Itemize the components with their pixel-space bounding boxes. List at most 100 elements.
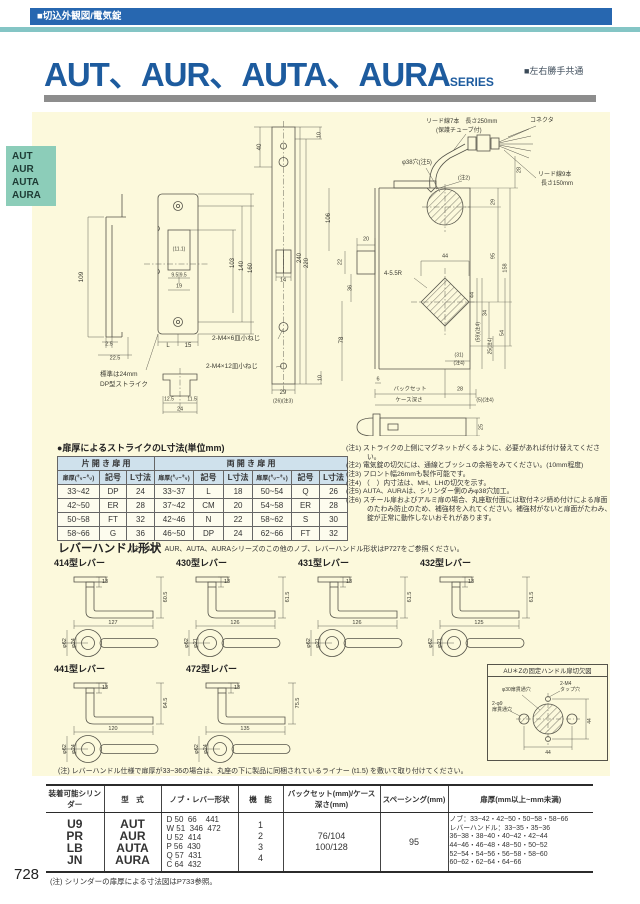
cell: 28 <box>319 498 349 513</box>
spec-header: ノブ・レバー形状 <box>160 785 238 813</box>
spec-table-section: 装着可能シリンダー 型 式 ノブ・レバー形状 機 能 バックセット(mm)/ケー… <box>46 784 593 887</box>
door-thickness-cell: ノブ：33~42・42~50・50~58・58~66 レバーハンドル：33~35… <box>449 816 569 867</box>
group-header-double: 両 開 き 扉 用 <box>154 456 349 471</box>
dim-label: 19 <box>175 283 183 290</box>
cell: Q <box>291 484 321 499</box>
col-header: 記号 <box>99 470 127 485</box>
spec-header: スペーシング(mm) <box>379 785 448 813</box>
dim-label: 78 <box>339 336 345 344</box>
col-header: L寸法 <box>125 470 156 485</box>
spec-header: 扉厚(mm以上~mm未満) <box>447 785 593 813</box>
cell: CM <box>193 498 225 513</box>
dim-label: 28 <box>456 386 464 393</box>
cutout-dim-h: 44 <box>545 750 551 755</box>
note-item: (注1) ストライクの上側にマグネットがくるように、必要があれば付け替えてくださ… <box>346 445 600 461</box>
dim-label: 15 <box>184 343 192 349</box>
dim-label: 158 <box>502 263 509 273</box>
lever-section-title: レバーハンドル形状 <box>58 543 162 555</box>
section-header-bar: ■切込外観図/電気錠 <box>30 8 612 25</box>
lever-dim-hub: φ24 <box>203 744 209 754</box>
lever-dim-height: 61.5 <box>285 592 291 603</box>
dim-label: 44 <box>469 291 476 299</box>
tab-model: AURA <box>12 190 41 201</box>
lever-dim-stem: 13 <box>102 579 108 585</box>
dim-label: (31) <box>454 352 464 359</box>
cutout-dim-v: 44 <box>587 718 593 724</box>
cutout-hole9-label: 2-φ9 <box>492 701 503 707</box>
dim-label: 20 <box>362 236 370 243</box>
cell: 37~42 <box>154 498 195 513</box>
dim-label: 24 <box>176 406 184 413</box>
note-item: (注3) フロント幅26mmも製作可能です。 <box>346 471 470 479</box>
lever-dim-height: 64.5 <box>163 698 169 709</box>
cell: 30 <box>319 512 349 527</box>
dim-label: 11.5 <box>187 396 197 403</box>
dim-label: φ38穴(注5) <box>402 160 432 166</box>
fixed-handle-cutout-box: AU＊Zの固定ハンドル扉切欠図 2-M4 タップ穴 φ30扉貫通穴 2-φ9 扉… <box>487 664 608 761</box>
dim-label: 95 <box>490 252 497 260</box>
cell: ER <box>99 498 127 513</box>
tab-model: AUTA <box>12 177 40 188</box>
strike-table-section: ●扉厚によるストライクのL寸法(単位mm) 片 開 き 扉 用 両 開 き 扉 … <box>56 441 349 541</box>
lever-dim-length: 126 <box>230 620 239 626</box>
strike-l-table: 片 開 き 扉 用 両 開 き 扉 用 扉厚(㍉~㍉) 記号 L寸法 扉厚(㍉~… <box>56 456 349 541</box>
lever-dim-dia: φ62 <box>62 744 68 754</box>
functions-cell: 1 2 3 4 <box>257 820 263 863</box>
lever-dim-dia: φ62 <box>306 638 312 648</box>
tab-model: AUR <box>12 164 34 175</box>
lever-bottom-note: (注) レバーハンドル仕様で扉厚が33~36の場合は、丸座の下に製品に同梱されて… <box>58 768 468 775</box>
note-item: (注2) 電気錠の切欠には、通線とブッシュの余裕をみてください。(10mm程度) <box>346 462 584 470</box>
lever-name: 472型レバー <box>186 664 238 674</box>
group-header-row: 片 開 き 扉 用 両 開 き 扉 用 <box>56 456 349 471</box>
cell: S <box>291 512 321 527</box>
col-header: 記号 <box>291 470 321 485</box>
notes-list: (注1) ストライクの上側にマグネットがくるように、必要があれば付け替えてくださ… <box>346 445 612 523</box>
lever-dim-stem: 13 <box>234 685 240 691</box>
title-suffix: SERIES <box>449 75 494 89</box>
lever-dim-stem: 13 <box>346 579 352 585</box>
cell: FT <box>99 512 127 527</box>
dim-label: 10 <box>317 374 324 382</box>
lever-dim-length: 135 <box>240 726 249 732</box>
cylinders-cell: U9 PR LB JN <box>66 817 84 867</box>
cutout-tap-label2: タップ穴 <box>560 686 580 693</box>
dim-label: 10 <box>316 131 323 139</box>
cell: N <box>193 512 225 527</box>
dim-label: 12.5 <box>164 396 174 403</box>
cell: 42~46 <box>154 512 195 527</box>
dim-label: 4-5.5R <box>384 271 403 277</box>
cell: 58~62 <box>252 512 293 527</box>
backset-cell: 76/104 100/128 <box>315 831 348 852</box>
dim-label: (注2) <box>457 175 471 182</box>
dim-label: 220 <box>304 257 310 269</box>
cell: DP <box>193 526 225 541</box>
drawing-linework <box>87 121 537 436</box>
spec-header: 型 式 <box>103 785 161 813</box>
dim-label: リード線9本 <box>538 172 572 178</box>
spec-table: 装着可能シリンダー 型 式 ノブ・レバー形状 機 能 バックセット(mm)/ケー… <box>46 784 593 873</box>
page-number: 728 <box>14 866 40 883</box>
dim-label: 44 <box>441 253 449 260</box>
dim-label: 22.5 <box>109 355 121 362</box>
col-header: 記号 <box>193 470 225 485</box>
col-header: 扉厚(㍉~㍉) <box>57 470 100 485</box>
tab-model: AUT <box>12 151 33 162</box>
spacing-cell: 95 <box>408 836 419 847</box>
lever-name: 414型レバー <box>54 558 106 568</box>
dim-label: リード線7本 長さ250mm <box>426 119 498 125</box>
strike-table-title: ●扉厚によるストライクのL寸法(単位mm) <box>57 443 225 453</box>
col-header: L寸法 <box>319 470 349 485</box>
cell: 50~58 <box>57 512 100 527</box>
cell: FT <box>291 526 321 541</box>
cell: 22 <box>223 512 254 527</box>
teal-divider <box>0 27 640 32</box>
dim-label: (5)(注4) <box>476 397 494 404</box>
